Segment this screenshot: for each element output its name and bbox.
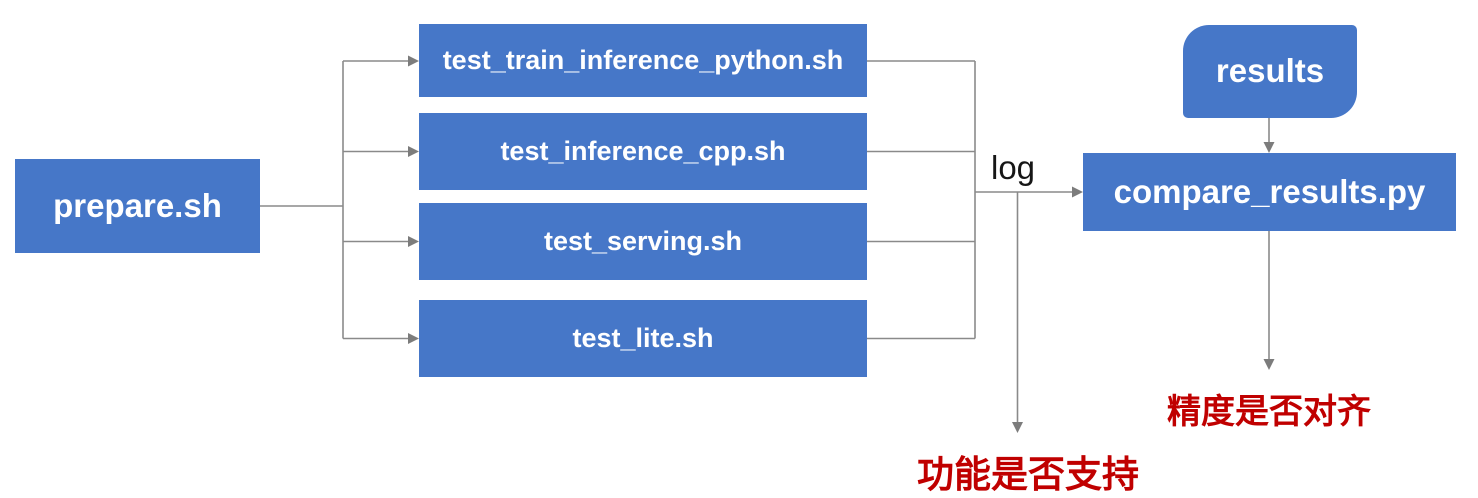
- arrowhead: [408, 333, 419, 344]
- arrowhead: [408, 146, 419, 157]
- node-prepare-sh: prepare.sh: [15, 159, 260, 253]
- log-label: log: [991, 149, 1036, 186]
- arrowhead: [1012, 422, 1023, 433]
- node-results: results: [1183, 25, 1357, 118]
- node-test-lite-sh: test_lite.sh: [419, 300, 867, 377]
- function-support-label: 功能是否支持: [917, 454, 1139, 495]
- arrowhead: [1263, 359, 1275, 370]
- arrowhead: [1072, 186, 1083, 198]
- node-compare-results-py: compare_results.py: [1083, 153, 1456, 231]
- arrowhead: [1263, 142, 1275, 153]
- node-test-train-inference-python-sh: test_train_inference_python.sh: [419, 24, 867, 97]
- precision-align-label: 精度是否对齐: [1167, 393, 1371, 431]
- node-test-inference-cpp-sh: test_inference_cpp.sh: [419, 113, 867, 190]
- node-test-serving-sh: test_serving.sh: [419, 203, 867, 280]
- arrowhead: [408, 55, 419, 67]
- arrowhead: [408, 236, 419, 247]
